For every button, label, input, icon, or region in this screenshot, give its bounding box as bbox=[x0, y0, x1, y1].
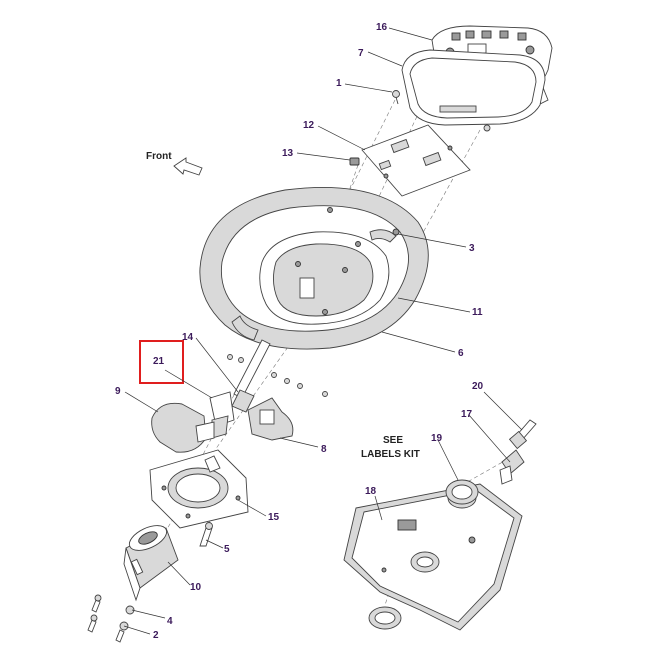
callout-8: 8 bbox=[321, 444, 327, 455]
labels-kit-line2: LABELS KIT bbox=[361, 449, 420, 460]
callout-1: 1 bbox=[336, 78, 342, 89]
front-arrow-icon bbox=[173, 157, 203, 176]
callout-21: 21 bbox=[153, 356, 165, 367]
left-cover bbox=[151, 402, 215, 453]
steering-wheel bbox=[199, 186, 429, 350]
callout-9: 9 bbox=[115, 386, 121, 397]
callout-3: 3 bbox=[469, 243, 475, 254]
callout-2: 2 bbox=[153, 630, 159, 641]
column-tube bbox=[123, 525, 179, 602]
round-grommet bbox=[368, 606, 402, 630]
callout-18: 18 bbox=[365, 486, 377, 497]
callout-17: 17 bbox=[461, 409, 473, 420]
right-cover bbox=[247, 397, 294, 441]
base-plate bbox=[149, 449, 249, 529]
column-bolt bbox=[199, 522, 213, 547]
panel-gasket bbox=[401, 49, 546, 126]
panel-screw-right bbox=[483, 124, 491, 132]
leader-lines bbox=[123, 27, 523, 635]
panel-screw bbox=[392, 90, 400, 105]
ignition-key bbox=[508, 419, 537, 450]
mounting-bracket bbox=[209, 391, 235, 439]
front-label: Front bbox=[146, 151, 172, 162]
column-shaft bbox=[231, 339, 271, 413]
callout-14: 14 bbox=[182, 332, 194, 343]
callout-7: 7 bbox=[358, 48, 364, 59]
callout-11: 11 bbox=[472, 307, 483, 318]
connector-spring bbox=[349, 157, 360, 166]
circuit-board bbox=[361, 124, 471, 197]
washer-bolts bbox=[87, 594, 135, 643]
ignition-switch bbox=[499, 449, 525, 485]
callout-4: 4 bbox=[167, 616, 173, 627]
dash-panel bbox=[343, 483, 523, 631]
callout-19: 19 bbox=[431, 433, 443, 444]
callout-10: 10 bbox=[190, 582, 202, 593]
callout-13: 13 bbox=[282, 148, 294, 159]
callout-15: 15 bbox=[268, 512, 280, 523]
column-screws bbox=[227, 354, 328, 397]
callout-12: 12 bbox=[303, 120, 315, 131]
highlight-box bbox=[139, 340, 184, 384]
labels-kit-line1: SEE bbox=[383, 435, 403, 446]
callout-5: 5 bbox=[224, 544, 230, 555]
callout-20: 20 bbox=[472, 381, 484, 392]
callouts: 16 7 1 12 13 3 11 6 14 21 9 8 15 5 10 4 … bbox=[115, 22, 484, 641]
key-switch-ring bbox=[445, 479, 479, 505]
callout-16: 16 bbox=[376, 22, 388, 33]
callout-6: 6 bbox=[458, 348, 464, 359]
